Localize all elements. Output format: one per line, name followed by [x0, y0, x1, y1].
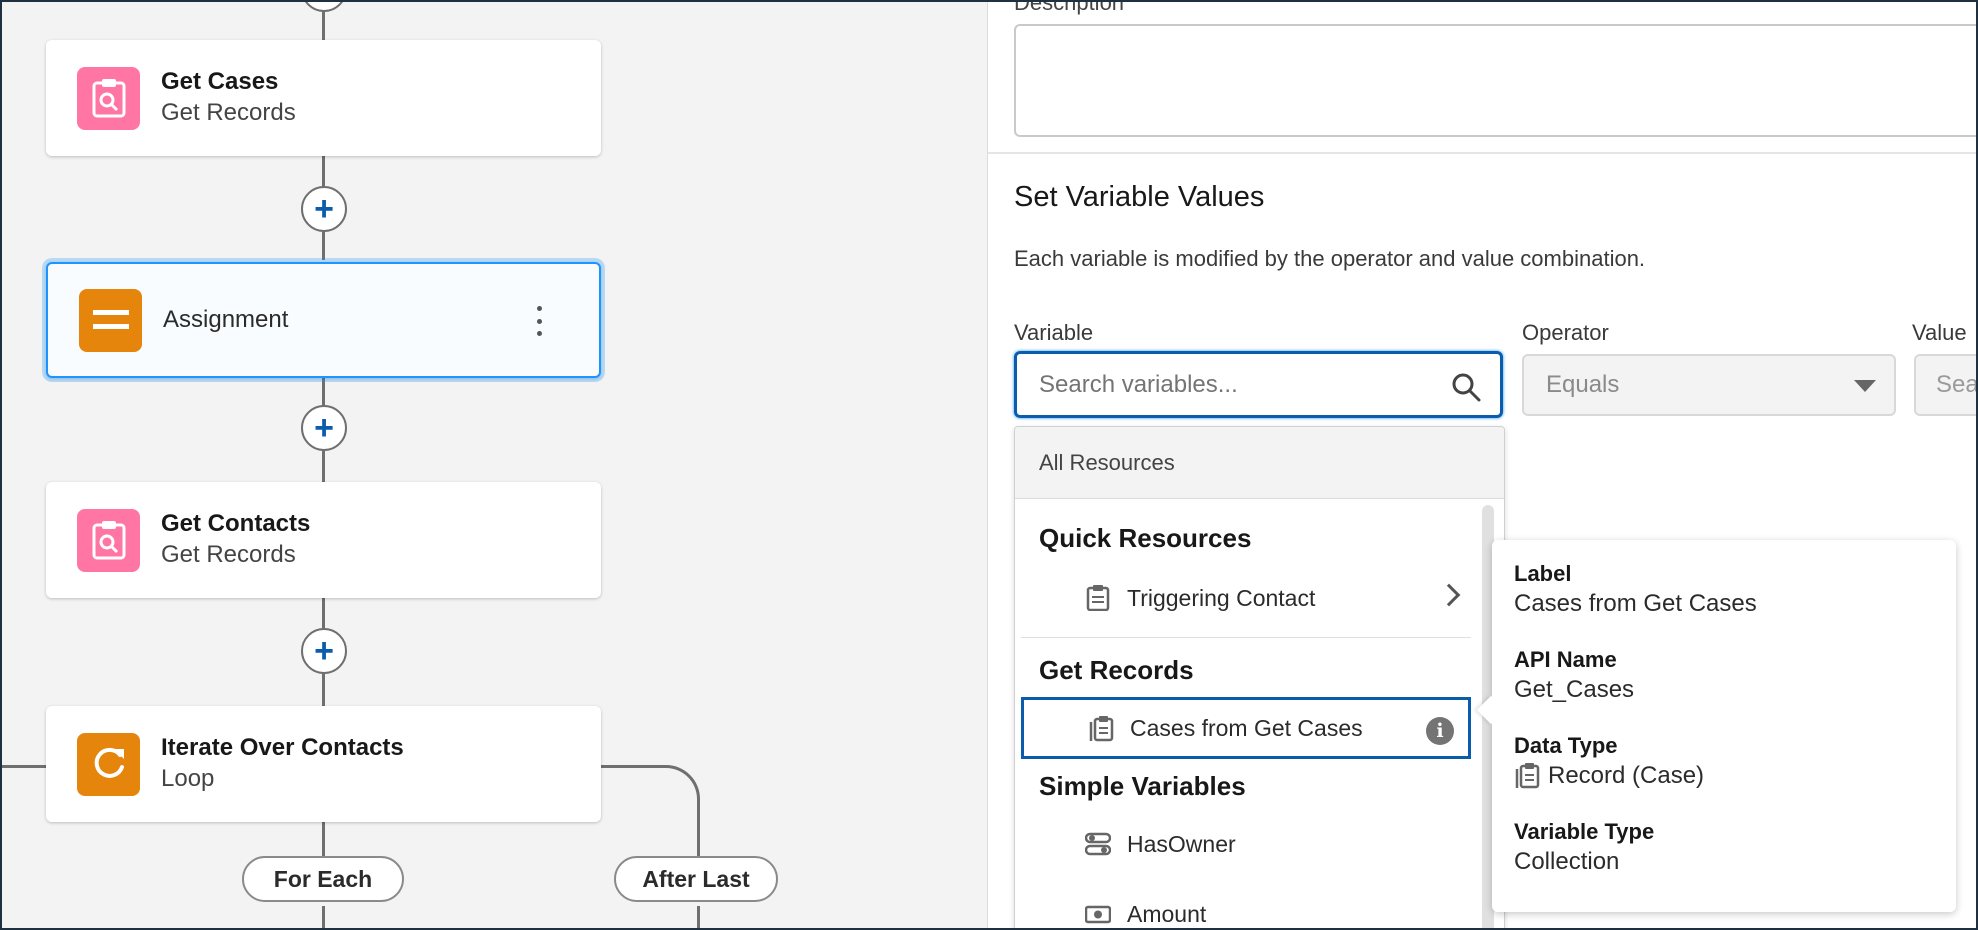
resource-item-hasowner[interactable]: HasOwner [1021, 815, 1471, 873]
resource-picker-dropdown[interactable]: All Resources Quick Resources Triggering… [1014, 426, 1505, 928]
popover-type-row: Record (Case) [1514, 760, 1934, 792]
group-simple-variables: Simple Variables [1039, 771, 1246, 801]
variable-search-input[interactable] [1039, 370, 1439, 399]
resource-item-cases-from-get-cases[interactable]: Cases from Get Cases i [1021, 697, 1471, 759]
node-type: Loop [161, 765, 215, 792]
loop-connector [600, 765, 700, 825]
get-records-icon [77, 508, 140, 572]
operator-label: Operator [1522, 320, 1609, 345]
get-records-icon [77, 66, 140, 130]
node-type: Get Records [161, 99, 296, 126]
popover-api-value: Get_Cases [1514, 676, 1635, 703]
record-collection-icon [1089, 716, 1114, 742]
flow-node-loop[interactable]: Iterate Over Contacts Loop [46, 706, 601, 822]
resource-item-triggering-contact[interactable]: Triggering Contact [1021, 569, 1471, 627]
description-label: Description [1014, 0, 1125, 15]
flow-node-get-cases[interactable]: Get Cases Get Records [46, 40, 601, 156]
branch-after-last[interactable]: After Last [614, 856, 778, 902]
value-label: Value [1912, 320, 1967, 345]
popover-type-title: Data Type [1514, 733, 1618, 758]
resource-details-popover: Label Cases from Get Cases API Name Get_… [1492, 540, 1956, 912]
group-divider [1021, 637, 1471, 638]
popover-label-value: Cases from Get Cases [1514, 590, 1757, 617]
currency-icon [1085, 905, 1111, 924]
connector [322, 820, 325, 860]
node-title: Get Cases [161, 68, 279, 95]
loop-icon [77, 732, 140, 796]
flow-canvas[interactable]: Get Cases Get Records + Assignment + Get… [2, 2, 988, 928]
popover-label-title: Label [1514, 561, 1572, 586]
resource-item-label: Amount [1127, 900, 1207, 927]
node-title: Assignment [163, 306, 289, 333]
connector [322, 906, 325, 928]
resource-item-amount[interactable]: Amount [1021, 885, 1471, 928]
node-type: Get Records [161, 541, 296, 568]
resource-item-label: HasOwner [1127, 830, 1236, 857]
description-textarea[interactable] [1014, 24, 1976, 137]
popover-var-type-value: Collection [1514, 848, 1620, 875]
value-placeholder: Sea [1936, 371, 1978, 398]
group-quick-resources: Quick Resources [1039, 523, 1252, 553]
value-search-field[interactable]: Sea [1914, 354, 1978, 416]
more-actions-icon[interactable] [537, 306, 543, 336]
flow-node-assignment[interactable]: Assignment [46, 262, 601, 378]
section-title: Set Variable Values [1014, 181, 1265, 213]
chevron-right-icon[interactable] [1437, 583, 1461, 607]
connector [697, 817, 700, 859]
add-element-button[interactable]: + [301, 628, 347, 674]
variable-search-field[interactable] [1014, 351, 1503, 418]
toggle-icon [1085, 832, 1111, 856]
section-divider [988, 152, 1976, 154]
resource-item-label: Triggering Contact [1127, 584, 1316, 611]
record-icon [1086, 585, 1110, 611]
info-icon[interactable]: i [1426, 717, 1454, 745]
resource-item-label: Cases from Get Cases [1130, 714, 1363, 741]
flow-node-get-contacts[interactable]: Get Contacts Get Records [46, 482, 601, 598]
properties-panel: Description Set Variable Values Each var… [988, 0, 1978, 928]
add-element-button[interactable] [301, 2, 347, 12]
popover-api-title: API Name [1514, 647, 1617, 672]
node-title: Get Contacts [161, 510, 311, 537]
operator-selected-value: Equals [1546, 371, 1620, 398]
dropdown-header: All Resources [1015, 427, 1504, 499]
popover-var-type-title: Variable Type [1514, 819, 1655, 844]
search-icon [1452, 373, 1481, 402]
add-element-button[interactable]: + [301, 405, 347, 451]
node-title: Iterate Over Contacts [161, 734, 404, 761]
connector [2, 765, 46, 768]
branch-for-each[interactable]: For Each [242, 856, 404, 902]
variable-label: Variable [1014, 320, 1094, 345]
connector [322, 2, 325, 42]
section-help-text: Each variable is modified by the operato… [1014, 246, 1646, 271]
assignment-icon [79, 288, 142, 352]
record-collection-icon [1515, 763, 1540, 789]
chevron-down-icon [1854, 380, 1876, 392]
operator-select[interactable]: Equals [1522, 354, 1896, 416]
add-element-button[interactable]: + [301, 186, 347, 232]
popover-type-value: Record (Case) [1548, 762, 1705, 789]
connector [697, 906, 700, 928]
group-get-records: Get Records [1039, 655, 1194, 685]
